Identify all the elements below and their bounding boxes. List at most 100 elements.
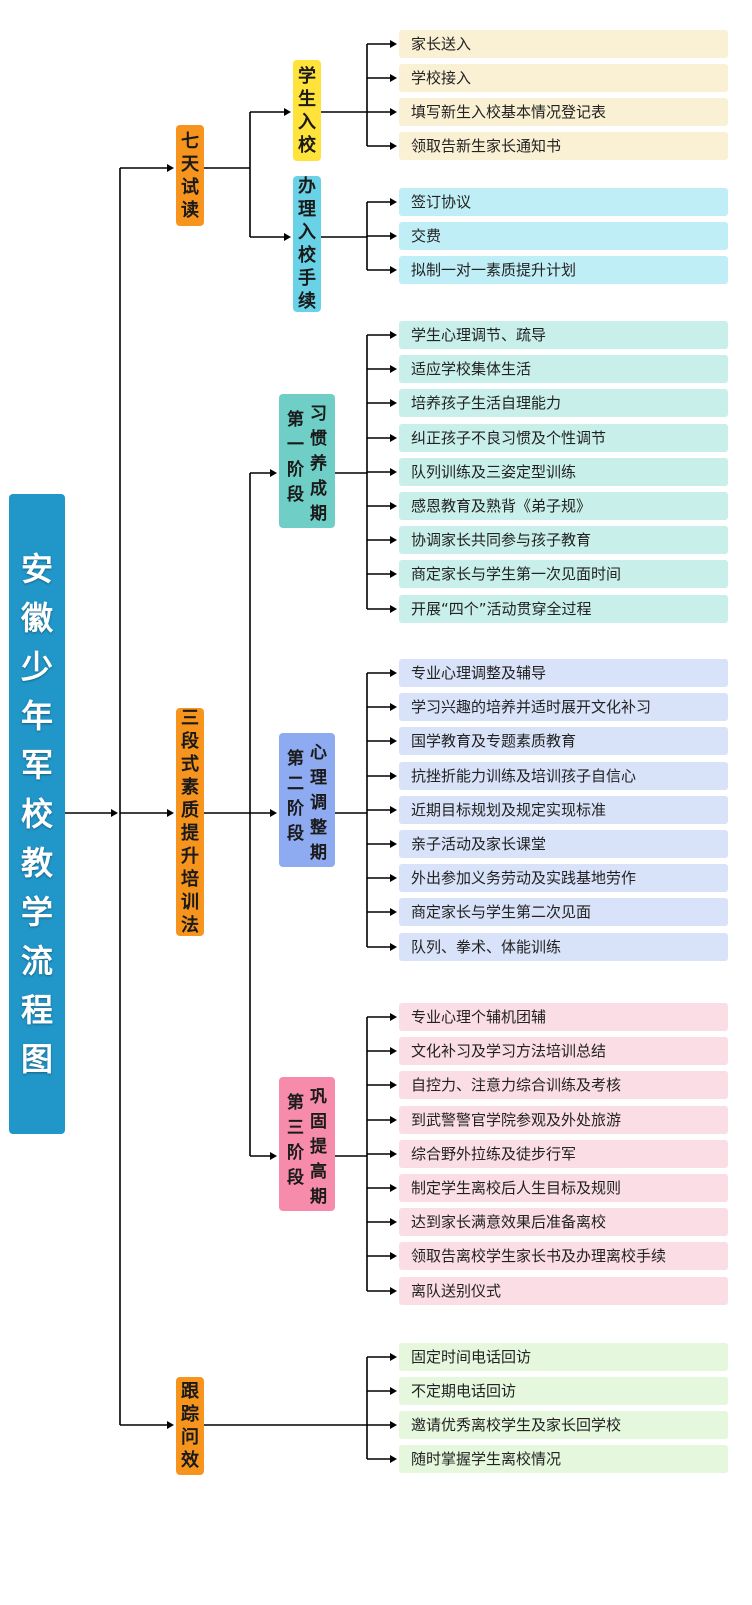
- vertical-char: 军: [20, 745, 53, 784]
- node-stage-three: 第三阶段巩固提高期: [279, 1077, 335, 1211]
- vertical-char: 学: [20, 892, 53, 931]
- vertical-char: 办: [298, 176, 316, 197]
- leaf-stage2-item: 商定家长与学生第二次见面: [399, 898, 728, 926]
- node-stage-two: 第二阶段心理调整期: [279, 733, 335, 867]
- vertical-char: 质: [181, 800, 199, 821]
- leaf-stage3-item: 制定学生离校后人生目标及规则: [399, 1174, 728, 1202]
- leaf-follow-up-item: 随时掌握学生离校情况: [399, 1445, 728, 1473]
- leaf-stage1-item: 学生心理调节、疏导: [399, 321, 728, 349]
- vertical-char: 升: [181, 846, 199, 867]
- leaf-stage3-item: 离队送别仪式: [399, 1277, 728, 1305]
- arrow-head: [390, 1455, 397, 1463]
- stage3-stage-label: 第三阶段: [287, 1093, 304, 1188]
- node-enrollment-procedures: 办理入校手续: [293, 176, 321, 312]
- arrow-head: [167, 164, 174, 172]
- arrow-head: [390, 142, 397, 150]
- leaf-stage2-item: 亲子活动及家长课堂: [399, 830, 728, 858]
- vertical-char: 问: [181, 1427, 199, 1448]
- arrow-head: [284, 108, 291, 116]
- vertical-char: 效: [181, 1450, 199, 1471]
- vertical-char: 试: [181, 176, 199, 198]
- vertical-char: 三: [181, 708, 199, 729]
- leaf-procedure-item: 交费: [399, 222, 728, 250]
- leaf-stage2-item: 外出参加义务劳动及实践基地劳作: [399, 864, 728, 892]
- leaf-enrollment-item: 填写新生入校基本情况登记表: [399, 98, 728, 126]
- category-follow-up: 跟踪问效: [176, 1377, 204, 1475]
- arrow-head: [390, 40, 397, 48]
- leaf-stage3-item: 综合野外拉练及徒步行军: [399, 1140, 728, 1168]
- arrow-head: [390, 108, 397, 116]
- arrow-head: [270, 809, 277, 817]
- node-student-enrollment: 学生入校: [293, 60, 321, 161]
- arrow-head: [390, 772, 397, 780]
- arrow-head: [167, 1421, 174, 1429]
- arrow-head: [390, 198, 397, 206]
- leaf-stage1-item: 开展“四个”活动贯穿全过程: [399, 595, 728, 623]
- arrow-head: [390, 1047, 397, 1055]
- vertical-char: 踪: [181, 1404, 199, 1425]
- vertical-char: 安: [20, 549, 53, 588]
- leaf-stage1-item: 商定家长与学生第一次见面时间: [399, 560, 728, 588]
- arrow-head: [390, 1387, 397, 1395]
- arrow-head: [390, 434, 397, 442]
- leaf-follow-up-item: 邀请优秀离校学生及家长回学校: [399, 1411, 728, 1439]
- vertical-char: 学: [298, 65, 316, 87]
- leaf-stage3-item: 到武警警官学院参观及外处旅游: [399, 1106, 728, 1134]
- leaf-stage2-item: 队列、拳术、体能训练: [399, 933, 728, 961]
- vertical-char: 培: [181, 869, 199, 890]
- arrow-head: [390, 536, 397, 544]
- leaf-enrollment-item: 领取告新生家长通知书: [399, 132, 728, 160]
- vertical-char: 读: [181, 199, 199, 221]
- arrow-head: [390, 74, 397, 82]
- page-title: 安徽少年军校教学流程图: [9, 494, 65, 1134]
- arrow-head: [390, 232, 397, 240]
- stage1-period-name: 习惯养成期: [310, 403, 327, 524]
- vertical-char: 手: [298, 268, 316, 289]
- arrow-head: [390, 806, 397, 814]
- arrow-head: [390, 1116, 397, 1124]
- leaf-stage3-item: 领取告离校学生家长书及办理离校手续: [399, 1242, 728, 1270]
- leaf-stage3-item: 文化补习及学习方法培训总结: [399, 1037, 728, 1065]
- leaf-procedure-item: 拟制一对一素质提升计划: [399, 256, 728, 284]
- leaf-follow-up-item: 不定期电话回访: [399, 1377, 728, 1405]
- arrow-head: [390, 737, 397, 745]
- vertical-char: 理: [298, 199, 316, 220]
- leaf-stage2-item: 近期目标规划及规定实现标准: [399, 796, 728, 824]
- vertical-char: 天: [181, 153, 199, 175]
- arrow-head: [270, 469, 277, 477]
- vertical-char: 素: [181, 777, 199, 798]
- vertical-char: 提: [181, 823, 199, 844]
- leaf-stage1-item: 队列训练及三姿定型训练: [399, 458, 728, 486]
- leaf-enrollment-item: 学校接入: [399, 64, 728, 92]
- arrow-head: [390, 703, 397, 711]
- arrow-head: [390, 1184, 397, 1192]
- vertical-char: 训: [181, 892, 199, 913]
- vertical-char: 流: [20, 941, 53, 980]
- arrow-head: [390, 1252, 397, 1260]
- arrow-head: [390, 502, 397, 510]
- stage2-stage-label: 第二阶段: [287, 749, 304, 844]
- arrow-head: [390, 1353, 397, 1361]
- arrow-head: [390, 399, 397, 407]
- leaf-follow-up-item: 固定时间电话回访: [399, 1343, 728, 1371]
- leaf-stage2-item: 抗挫折能力训练及培训孩子自信心: [399, 762, 728, 790]
- category-seven-day-trial: 七天试读: [176, 125, 204, 226]
- arrow-head: [390, 331, 397, 339]
- vertical-char: 入: [298, 222, 316, 243]
- leaf-stage2-item: 国学教育及专题素质教育: [399, 727, 728, 755]
- vertical-char: 年: [20, 696, 53, 735]
- vertical-char: 徽: [20, 598, 53, 637]
- leaf-procedure-item: 签订协议: [399, 188, 728, 216]
- vertical-char: 入: [298, 111, 316, 133]
- category-three-stage-training: 三段式素质提升培训法: [176, 708, 204, 936]
- arrow-head: [390, 365, 397, 373]
- arrow-head: [390, 1081, 397, 1089]
- arrow-head: [390, 605, 397, 613]
- arrow-head: [390, 1218, 397, 1226]
- vertical-char: 式: [181, 754, 199, 775]
- vertical-char: 生: [298, 88, 316, 110]
- stage3-period-name: 巩固提高期: [310, 1086, 327, 1207]
- vertical-char: 校: [20, 794, 53, 833]
- arrow-head: [390, 266, 397, 274]
